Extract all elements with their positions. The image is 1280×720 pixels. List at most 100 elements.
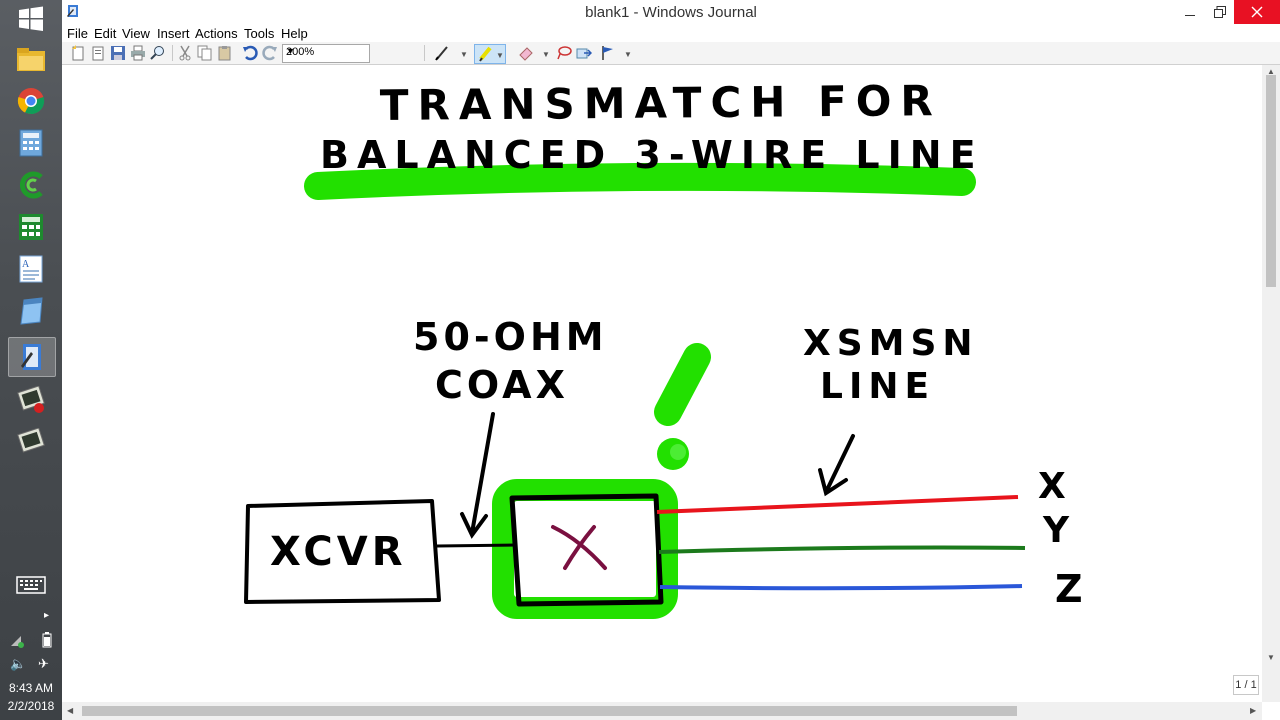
paste-icon[interactable] — [217, 45, 233, 61]
touch-keyboard-button[interactable] — [8, 566, 54, 604]
chrome-icon — [17, 88, 45, 115]
pen-icon[interactable] — [434, 45, 450, 61]
svg-text:A: A — [22, 259, 30, 270]
clock-date[interactable]: 2/2/2018 — [7, 699, 55, 713]
wire-z-label: Z — [1055, 567, 1083, 611]
open-icon[interactable] — [90, 45, 106, 61]
zoom-select[interactable]: 200% ▼ — [282, 44, 370, 63]
new-note-icon[interactable] — [70, 45, 86, 61]
exclamation-stroke — [654, 343, 711, 426]
cut-icon[interactable] — [177, 45, 193, 61]
scroll-right-icon[interactable]: ▶ — [1250, 706, 1257, 715]
toolbar: 200% ▼ ▼ ▼ ▼ ▼ — [62, 42, 1280, 65]
menu-help[interactable]: Help — [281, 26, 308, 41]
windows-journal-button[interactable] — [8, 337, 56, 377]
horizontal-scrollbar[interactable]: ◀ ▶ — [62, 702, 1262, 720]
tray-expand-icon[interactable]: ▸ — [44, 610, 50, 621]
flag-dropdown-icon[interactable]: ▼ — [624, 50, 632, 59]
flag-icon[interactable] — [600, 45, 616, 61]
eraser-icon[interactable] — [518, 45, 534, 61]
minimize-button[interactable] — [1170, 0, 1210, 24]
menu-actions[interactable]: Actions — [195, 26, 238, 41]
transmatch-box — [509, 493, 664, 607]
page-indicator: 1 / 1 — [1233, 675, 1259, 695]
eraser-dropdown-icon[interactable]: ▼ — [542, 50, 550, 59]
chrome-button[interactable] — [8, 82, 54, 120]
menu-bar: File Edit View Insert Actions Tools Help — [62, 24, 1280, 42]
coax-arrow — [460, 412, 495, 539]
wordpad-button[interactable]: A — [8, 250, 54, 288]
line-arrow — [818, 434, 855, 497]
lasso-icon[interactable] — [556, 45, 572, 61]
menu-insert[interactable]: Insert — [157, 26, 190, 41]
highlighter-button[interactable]: ▼ — [474, 44, 506, 64]
transmatch-highlight — [492, 479, 678, 619]
terminal-red-button[interactable] — [8, 381, 54, 419]
battery-icon[interactable] — [42, 632, 52, 651]
scroll-up-icon[interactable]: ▲ — [1267, 67, 1275, 76]
restore-button[interactable] — [1200, 0, 1240, 24]
vertical-scroll-thumb[interactable] — [1266, 75, 1276, 287]
menu-view[interactable]: View — [122, 26, 150, 41]
clock-time[interactable]: 8:43 AM — [8, 681, 54, 695]
network-icon[interactable] — [10, 634, 26, 651]
wire-z-line — [659, 584, 1023, 591]
horizontal-scroll-thumb[interactable] — [82, 706, 1017, 716]
camtasia-button[interactable] — [8, 166, 54, 204]
calculator-button[interactable] — [8, 124, 54, 162]
green-calculator-icon — [19, 214, 43, 240]
print-icon[interactable] — [130, 45, 146, 61]
pen-dropdown-icon[interactable]: ▼ — [460, 50, 468, 59]
journal-window: blank1 - Windows Journal File Edit View … — [62, 0, 1280, 720]
notepad-button[interactable] — [8, 292, 54, 330]
wordpad-icon: A — [19, 255, 43, 283]
ink-drawing: TRANSMATCH FOR BALANCED 3-WIRE LINE 50-O… — [244, 76, 1083, 619]
close-button[interactable] — [1234, 0, 1280, 24]
scroll-left-icon[interactable]: ◀ — [67, 706, 74, 715]
find-icon[interactable] — [150, 45, 166, 61]
chevron-down-icon: ▼ — [286, 46, 295, 56]
toolbar-separator — [424, 45, 425, 61]
airplane-icon[interactable]: ✈ — [38, 656, 49, 671]
menu-tools[interactable]: Tools — [244, 26, 275, 41]
journal-app-icon[interactable] — [66, 4, 80, 18]
terminal-icon — [17, 428, 45, 453]
line-label-1: XSMSN — [803, 323, 979, 364]
exclamation-dot-shine — [670, 444, 686, 460]
menu-edit[interactable]: Edit — [94, 26, 117, 41]
window-title: blank1 - Windows Journal — [585, 4, 757, 21]
terminal-button[interactable] — [8, 423, 54, 461]
start-button[interactable] — [8, 0, 54, 38]
redo-icon[interactable] — [262, 45, 278, 61]
restore-icon — [1214, 6, 1226, 18]
wire-x-label: X — [1038, 466, 1066, 507]
coax-label-1: 50-OHM — [413, 315, 608, 359]
insert-space-icon[interactable] — [576, 45, 592, 61]
scroll-down-icon[interactable]: ▼ — [1267, 653, 1275, 662]
drawing-title-line2: BALANCED 3-WIRE LINE — [320, 133, 984, 177]
calc-green-button[interactable] — [8, 208, 54, 246]
close-icon — [1251, 6, 1263, 18]
recorder-icon — [20, 171, 43, 199]
calculator-icon — [19, 129, 43, 157]
copy-icon[interactable] — [197, 45, 213, 61]
box-x-mark — [551, 525, 607, 570]
undo-icon[interactable] — [242, 45, 258, 61]
vertical-scrollbar[interactable]: ▲ ▼ — [1262, 65, 1280, 702]
line-label-2: LINE — [820, 366, 935, 407]
wire-x-line — [656, 495, 1019, 514]
save-icon[interactable] — [110, 45, 126, 61]
xcvr-box — [244, 499, 441, 604]
journal-page[interactable]: TRANSMATCH FOR BALANCED 3-WIRE LINE 50-O… — [62, 65, 1262, 702]
menu-file[interactable]: File — [67, 26, 88, 41]
highlighter-dropdown-icon: ▼ — [496, 51, 504, 60]
volume-icon[interactable]: 🔈 — [10, 656, 27, 671]
coax-label-2: COAX — [435, 363, 569, 407]
minimize-icon — [1185, 15, 1195, 16]
keyboard-icon — [16, 576, 46, 594]
file-explorer-button[interactable] — [8, 40, 54, 78]
journal-icon — [21, 344, 41, 370]
folder-icon — [17, 48, 45, 71]
wire-y-line — [658, 545, 1026, 554]
title-highlight — [304, 162, 976, 200]
